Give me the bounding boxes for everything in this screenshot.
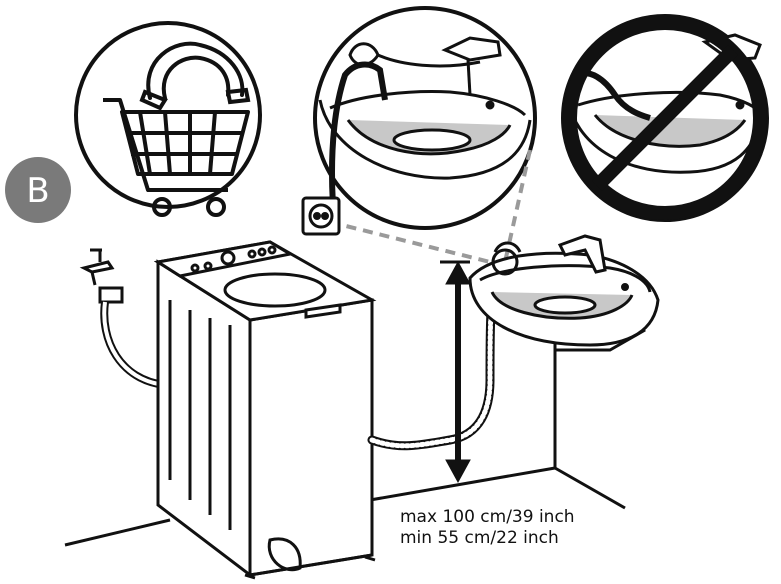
sink	[468, 234, 660, 352]
hose-tie-string	[348, 42, 481, 68]
max-height-label: max 100 cm/39 inch	[400, 507, 575, 527]
water-tap-icon	[79, 248, 166, 389]
machine-front-panel	[248, 298, 374, 577]
sink-bowl	[318, 99, 532, 180]
washing-machine	[153, 240, 377, 580]
faucet	[441, 36, 502, 62]
callout-lines	[329, 149, 532, 264]
machine-lid	[223, 272, 327, 308]
wall-socket-icon	[301, 196, 341, 236]
sink-faucet	[557, 234, 607, 274]
incorrect-hose-placement-panel	[561, 14, 769, 222]
prohibited-sign-icon	[563, 16, 767, 220]
step-badge: B	[5, 157, 71, 223]
room-lines	[64, 350, 626, 547]
step-badge-letter: B	[26, 171, 49, 211]
shopping-cart-hose-guide-panel	[74, 21, 262, 217]
min-height-label: min 55 cm/22 inch	[400, 528, 559, 548]
height-dimension-arrow	[440, 260, 471, 484]
shopping-cart-icon	[103, 98, 250, 217]
hose-guide-icon	[139, 41, 251, 111]
hose-hook	[491, 248, 519, 276]
correct-hose-placement-panel	[313, 6, 537, 231]
drain-hose	[329, 61, 388, 231]
